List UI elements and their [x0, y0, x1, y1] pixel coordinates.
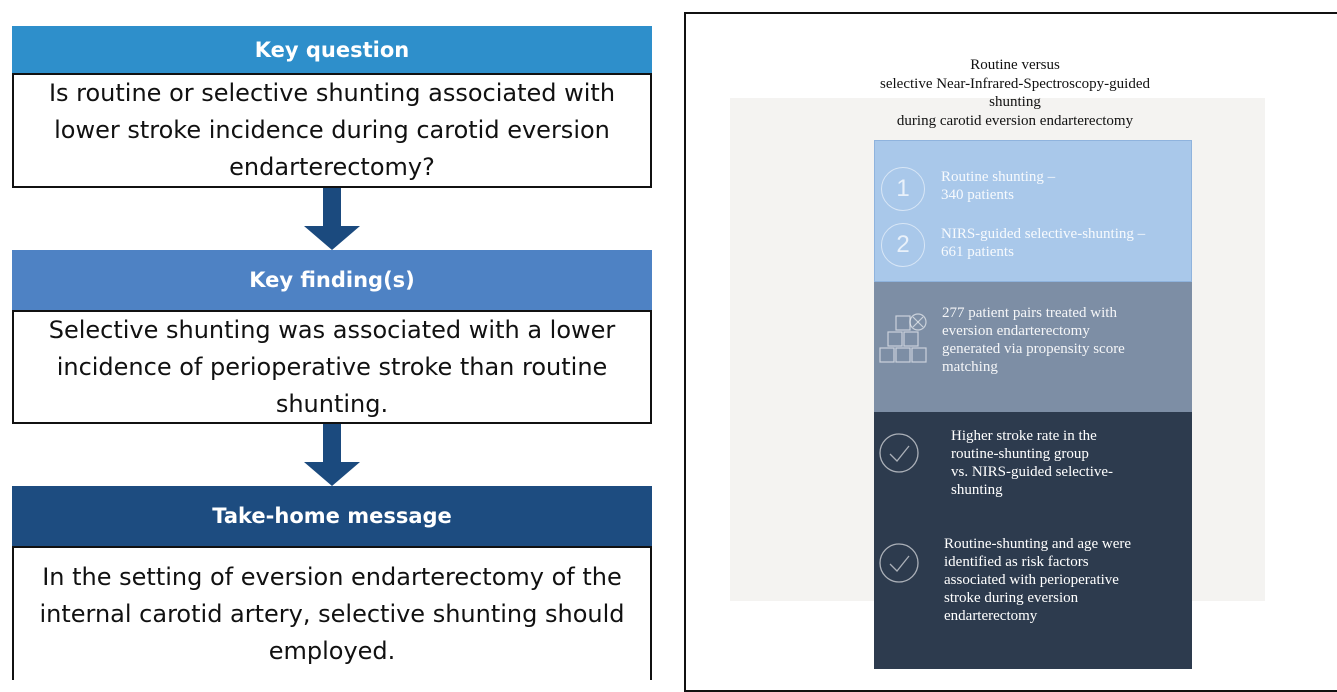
take-home-header: Take-home message — [12, 486, 652, 546]
key-findings-text: Selective shunting was associated with a… — [48, 315, 616, 418]
matching-line-2: eversion endarterectomy — [942, 323, 1090, 339]
key-findings-header: Key finding(s) — [12, 250, 652, 310]
check-icon — [879, 543, 919, 583]
group-1-line-2: 340 patients — [941, 187, 1014, 203]
title-line-3: shunting — [989, 94, 1041, 110]
down-arrow-1 — [304, 188, 360, 250]
result-1-line-2: routine-shunting group — [951, 446, 1089, 462]
result-1-line-4: shunting — [951, 482, 1003, 498]
matching-line-3: generated via propensity score — [942, 341, 1125, 357]
down-arrow-2 — [304, 424, 360, 486]
title-line-1: Routine versus — [970, 57, 1060, 73]
key-question-box: Is routine or selective shunting associa… — [12, 73, 652, 188]
group-2-line-2: 661 patients — [941, 244, 1014, 260]
take-home-text: In the setting of eversion endarterectom… — [39, 562, 625, 665]
group-1-line-1: Routine shunting – — [941, 169, 1056, 185]
result-1-line-1: Higher stroke rate in the — [951, 428, 1097, 444]
group-1-number: 1 — [896, 175, 910, 202]
result-2-line-3: associated with perioperative — [944, 572, 1119, 588]
result-1-line-3: vs. NIRS-guided selective- — [951, 464, 1114, 480]
result-2-line-5: endarterectomy — [944, 608, 1038, 624]
result-2-line-4: stroke during eversion — [944, 590, 1079, 606]
matching-panel: 277 patient pairs treated with eversion … — [874, 282, 1192, 412]
group-2-text: NIRS-guided selective-shunting – 661 pat… — [941, 225, 1191, 261]
result-2-line-2: identified as risk factors — [944, 554, 1089, 570]
results-panel: Higher stroke rate in the routine-shunti… — [874, 412, 1192, 669]
key-question-header-label: Key question — [254, 37, 410, 62]
group-1-text: Routine shunting – 340 patients — [941, 168, 1191, 204]
groups-panel: 1 Routine shunting – 340 patients 2 NIRS… — [874, 140, 1192, 282]
group-2-number: 2 — [896, 231, 910, 258]
matching-text: 277 patient pairs treated with eversion … — [942, 304, 1187, 376]
number-1-icon: 1 — [881, 167, 925, 211]
take-home-header-label: Take-home message — [212, 504, 452, 528]
group-2-line-1: NIRS-guided selective-shunting – — [941, 226, 1146, 242]
check-icon — [879, 433, 919, 473]
result-2-line-1: Routine-shunting and age were — [944, 536, 1132, 552]
result-1-text: Higher stroke rate in the routine-shunti… — [951, 427, 1186, 499]
key-findings-box: Selective shunting was associated with a… — [12, 310, 652, 424]
boxes-icon — [879, 313, 927, 363]
matching-line-1: 277 patient pairs treated with — [942, 305, 1117, 321]
number-2-icon: 2 — [881, 223, 925, 267]
key-question-header: Key question — [12, 26, 652, 73]
result-2-text: Routine-shunting and age were identified… — [944, 535, 1184, 625]
matching-line-4: matching — [942, 359, 998, 375]
key-findings-header-label: Key finding(s) — [249, 268, 415, 292]
title-line-4: during carotid eversion endarterectomy — [896, 112, 1134, 129]
title-line-2: selective Near-Infrared-Spectroscopy-gui… — [880, 75, 1150, 92]
graphical-abstract-title: Routine versus selective Near-Infrared-S… — [830, 56, 1200, 130]
take-home-box: In the setting of eversion endarterectom… — [12, 546, 652, 680]
key-question-text: Is routine or selective shunting associa… — [48, 79, 616, 181]
